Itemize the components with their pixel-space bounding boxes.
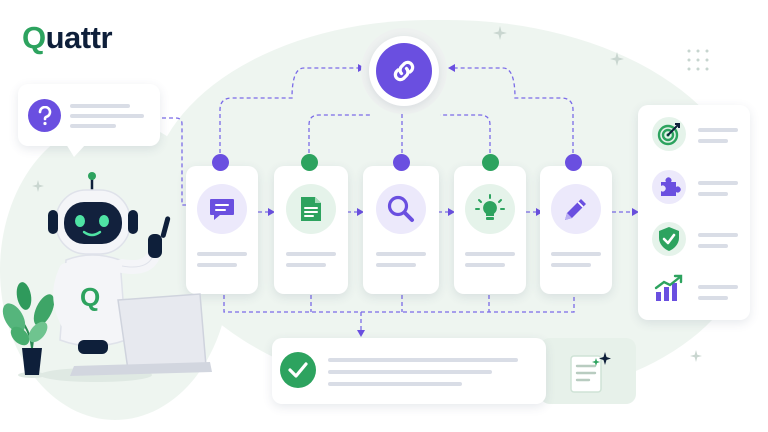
target-icon <box>652 117 686 151</box>
robot-illustration: Q <box>2 172 212 382</box>
speech-tail <box>66 144 86 157</box>
text-line <box>698 128 738 132</box>
text-line <box>698 296 728 300</box>
question-icon <box>28 99 61 132</box>
text-line <box>328 382 462 386</box>
node-dot <box>393 154 410 171</box>
text-line <box>465 252 515 256</box>
node-dot <box>565 154 582 171</box>
link-icon <box>376 43 432 99</box>
text-line <box>551 252 601 256</box>
sparkle-icon <box>32 180 44 192</box>
text-line <box>328 358 518 362</box>
text-line <box>698 139 728 143</box>
text-line <box>70 114 144 118</box>
growth-chart-icon <box>654 274 684 302</box>
text-line <box>70 124 116 128</box>
text-line <box>698 244 728 248</box>
shield-check-icon <box>652 222 686 256</box>
sparkle-icon <box>690 350 702 362</box>
chat-icon <box>197 184 247 234</box>
pencil-icon <box>551 184 601 234</box>
text-line <box>286 252 336 256</box>
text-line <box>70 104 130 108</box>
node-dot <box>482 154 499 171</box>
text-line <box>465 263 505 267</box>
puzzle-icon <box>652 170 686 204</box>
node-dot <box>301 154 318 171</box>
text-line <box>376 263 416 267</box>
text-line <box>698 285 738 289</box>
text-line <box>698 192 728 196</box>
text-line <box>286 263 326 267</box>
node-dot <box>212 154 229 171</box>
text-line <box>328 370 492 374</box>
lightbulb-icon <box>465 184 515 234</box>
dot-grid <box>687 49 709 71</box>
text-line <box>551 263 591 267</box>
robot-icon: Q <box>40 172 212 382</box>
text-line <box>197 252 247 256</box>
text-line <box>376 252 426 256</box>
checkmark-icon <box>280 352 316 388</box>
text-line <box>698 233 738 237</box>
brand-logo: Quattr <box>22 20 113 55</box>
sparkle-icon <box>493 26 507 40</box>
notes-icon <box>567 352 611 396</box>
document-icon <box>286 184 336 234</box>
text-line <box>197 263 237 267</box>
text-line <box>698 181 738 185</box>
sparkle-icon <box>610 52 624 66</box>
plant-icon <box>2 282 55 378</box>
svg-text:Q: Q <box>80 282 100 312</box>
search-icon <box>376 184 426 234</box>
